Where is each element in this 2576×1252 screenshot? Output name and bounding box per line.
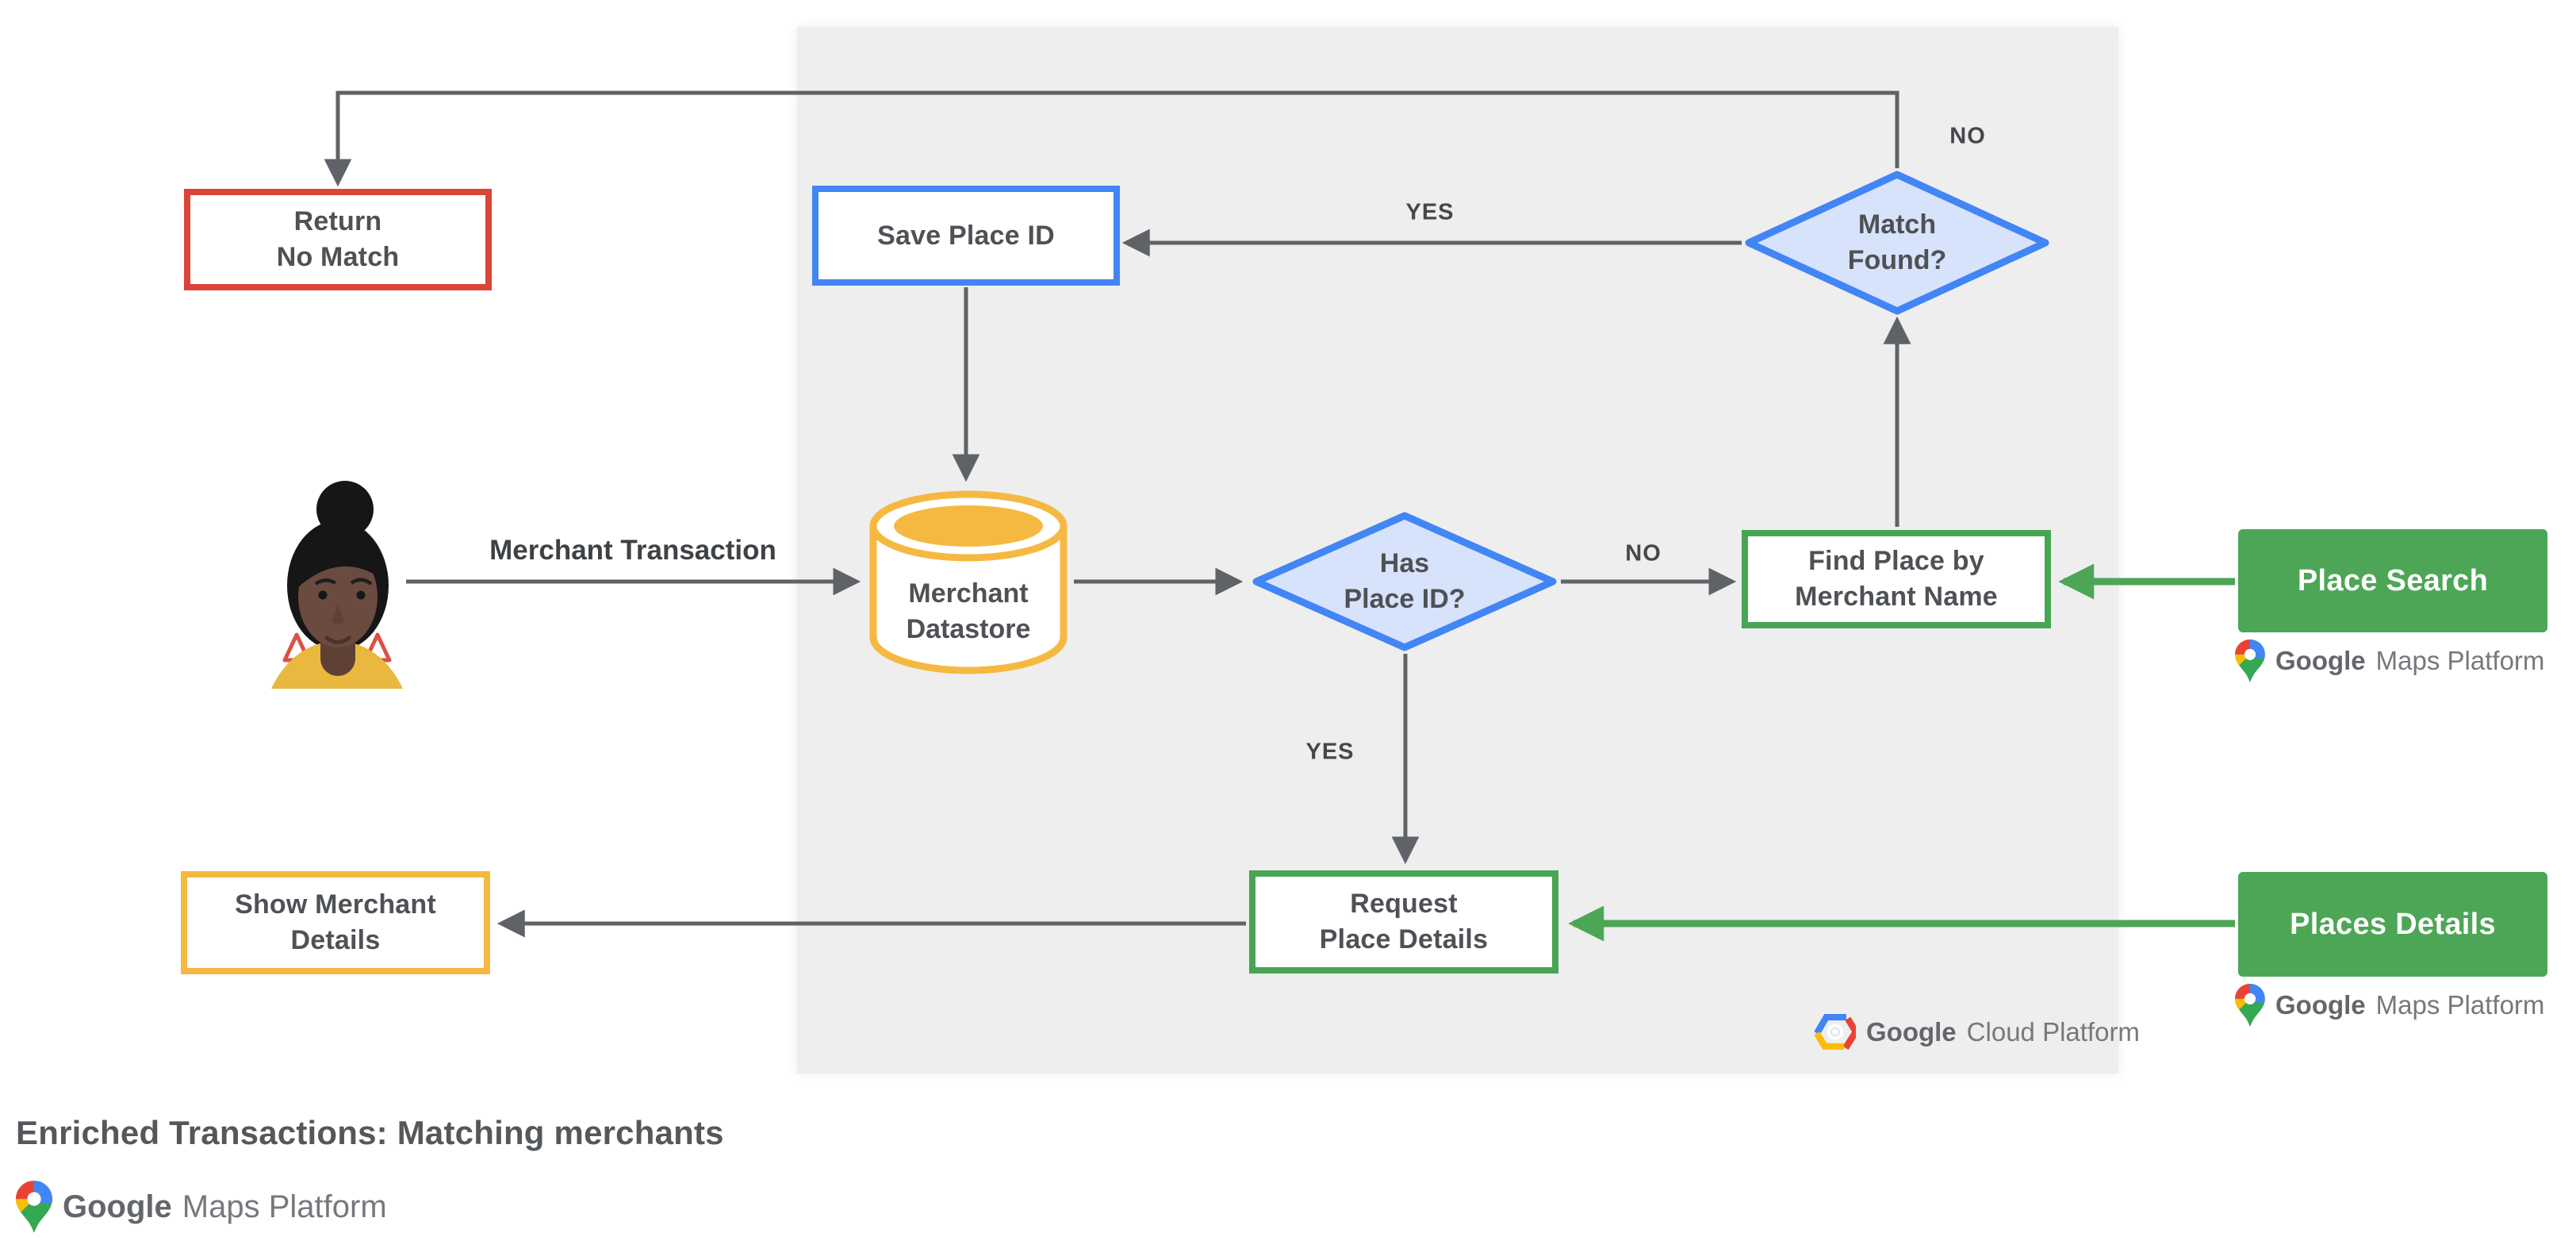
logo-brand-text: Google bbox=[2275, 646, 2366, 675]
node-has-place-id-decision: Has Place ID? bbox=[1252, 511, 1558, 652]
node-save-place-id: Save Place ID bbox=[812, 186, 1120, 286]
google-cloud-platform-logo: Google Cloud Platform bbox=[1815, 1014, 2140, 1050]
label-has-place-id-yes: YES bbox=[1305, 739, 1355, 765]
label-match-found-no: NO bbox=[1949, 123, 1986, 149]
logo-brand-text: Google bbox=[63, 1189, 172, 1224]
diagram-title: Enriched Transactions: Matching merchant… bbox=[16, 1114, 724, 1151]
logo-product-text: Maps Platform bbox=[2375, 990, 2545, 1020]
diamond-label: Match Found? bbox=[1847, 209, 1947, 275]
google-maps-pin-icon bbox=[2235, 984, 2265, 1027]
google-maps-platform-logo: Google Maps Platform bbox=[16, 1181, 387, 1233]
logo-brand-text: Google bbox=[2275, 990, 2366, 1020]
logo-product-text: Cloud Platform bbox=[1966, 1016, 2140, 1047]
node-request-place-details: Request Place Details bbox=[1249, 870, 1558, 974]
node-find-place-by-merchant-name: Find Place by Merchant Name bbox=[1742, 530, 2051, 628]
node-place-search-api: Place Search bbox=[2238, 529, 2547, 632]
node-show-merchant-details: Show Merchant Details bbox=[181, 871, 490, 974]
google-maps-platform-logo: Google Maps Platform bbox=[2235, 639, 2544, 682]
green-arrows bbox=[1568, 563, 2235, 942]
cylinder-label: Merchant Datastore bbox=[906, 578, 1031, 644]
label-has-place-id-no: NO bbox=[1625, 540, 1662, 566]
google-maps-platform-logo: Google Maps Platform bbox=[2235, 984, 2544, 1027]
diamond-shape bbox=[1745, 171, 2049, 315]
label-merchant-transaction: Merchant Transaction bbox=[489, 535, 776, 566]
cylinder-shape bbox=[869, 490, 1068, 674]
person-avatar bbox=[271, 481, 403, 689]
node-merchant-datastore: Merchant Datastore bbox=[866, 488, 1071, 677]
logo-brand-text: Google bbox=[1866, 1016, 1957, 1047]
mouth bbox=[324, 636, 351, 644]
eyebrow-left bbox=[314, 578, 337, 586]
eyebrow-right bbox=[350, 578, 373, 586]
gray-arrows bbox=[324, 90, 1911, 938]
google-maps-pin-icon bbox=[2235, 639, 2265, 682]
nose bbox=[332, 605, 344, 624]
node-return-no-match: Return No Match bbox=[184, 189, 492, 290]
diamond-label: Has Place ID? bbox=[1344, 548, 1466, 614]
google-maps-pin-icon bbox=[16, 1181, 52, 1233]
node-match-found-decision: Match Found? bbox=[1744, 170, 2050, 316]
google-cloud-hexagon-icon bbox=[1815, 1014, 1856, 1050]
eye-left bbox=[318, 590, 328, 600]
edge-match-no-to-return bbox=[324, 90, 1899, 187]
eye-right bbox=[356, 590, 366, 600]
diamond-shape bbox=[1252, 512, 1557, 651]
logo-product-text: Maps Platform bbox=[2375, 646, 2545, 675]
logo-product-text: Maps Platform bbox=[182, 1189, 387, 1224]
node-places-details-api: Places Details bbox=[2238, 872, 2547, 977]
label-match-found-yes: YES bbox=[1405, 199, 1455, 225]
